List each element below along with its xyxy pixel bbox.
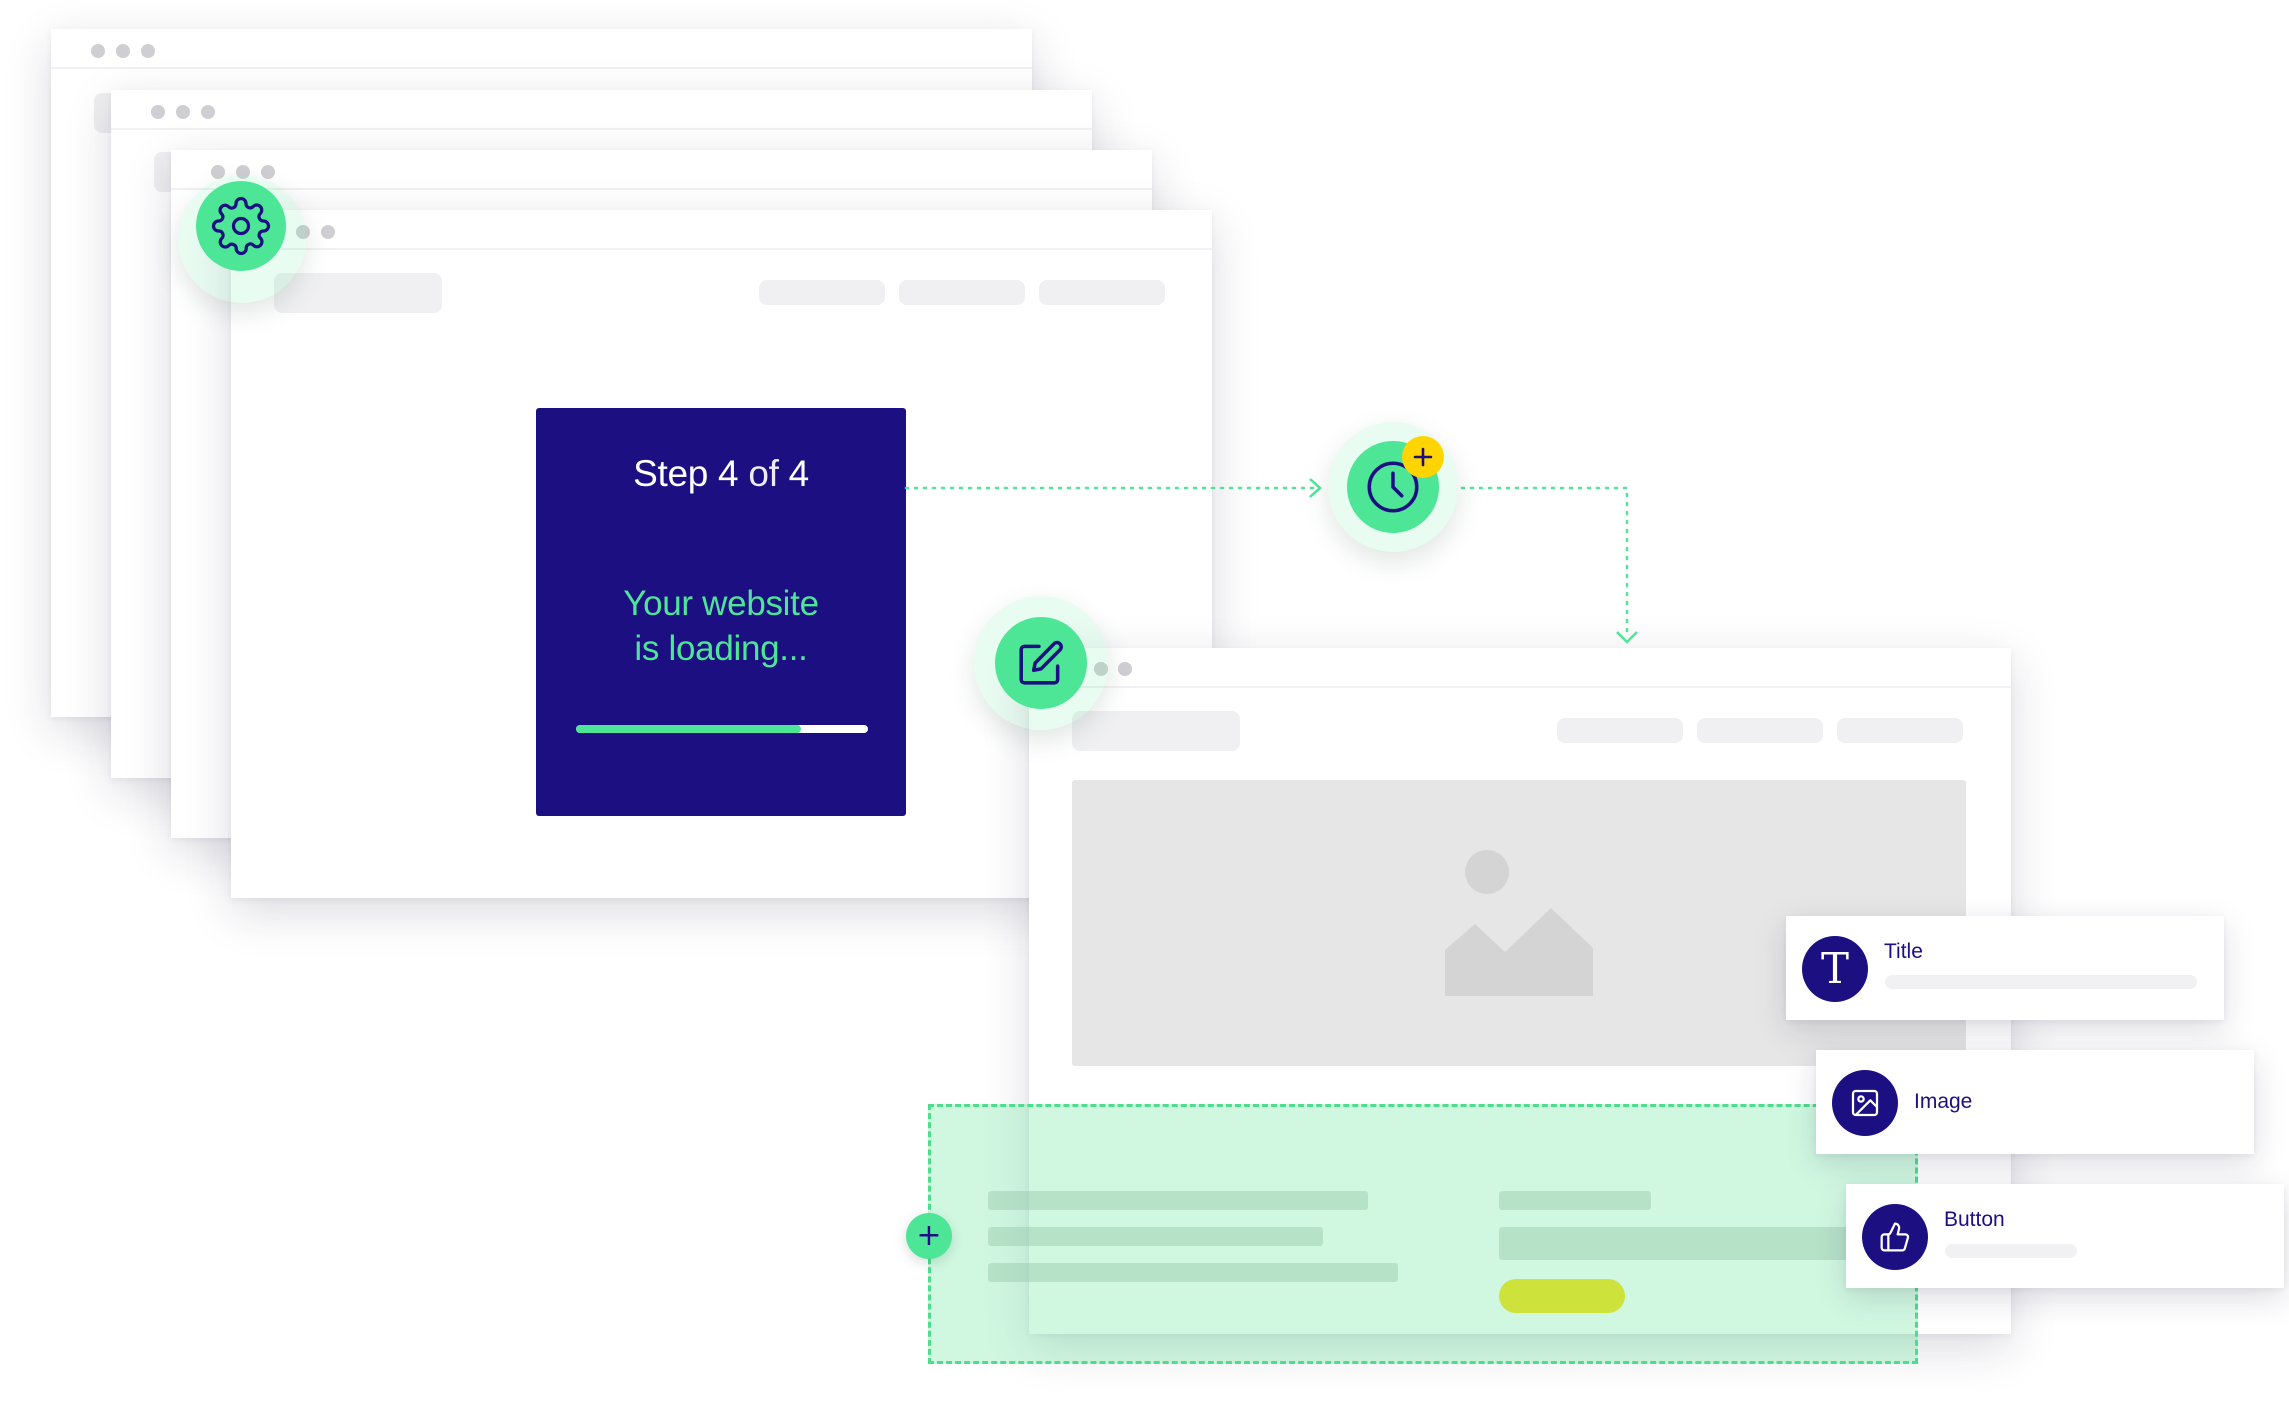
- window-dot: [1094, 662, 1108, 676]
- step-current: 4: [718, 453, 739, 494]
- placeholder-text-line: [988, 1227, 1323, 1246]
- loading-message-line-1: Your website: [623, 584, 819, 623]
- new-section-drop-zone[interactable]: [928, 1104, 1918, 1364]
- placeholder-nav-item: [1557, 718, 1683, 743]
- placeholder-nav-item: [1837, 718, 1963, 743]
- component-label-image: Image: [1914, 1090, 1973, 1113]
- add-block-button[interactable]: +: [906, 1213, 952, 1259]
- placeholder-logo: [274, 273, 442, 313]
- window-title-bar: [171, 150, 1152, 190]
- image-icon: [1832, 1070, 1898, 1136]
- component-label-button: Button: [1944, 1208, 2005, 1231]
- window-dot: [201, 105, 215, 119]
- window-dot: [176, 105, 190, 119]
- window-dot: [151, 105, 165, 119]
- placeholder-nav-item: [759, 280, 885, 305]
- placeholder-text-line: [988, 1263, 1398, 1282]
- placeholder-nav-item: [899, 280, 1025, 305]
- settings-button[interactable]: [196, 181, 286, 271]
- placeholder-text-line: [1945, 1244, 2077, 1258]
- loading-step-card: Step 4 of 4 Your website is loading...: [536, 408, 906, 816]
- window-dot: [116, 44, 130, 58]
- placeholder-text-line: [988, 1191, 1368, 1210]
- title-T-icon: T: [1802, 936, 1868, 1002]
- window-dot: [211, 165, 225, 179]
- edit-pencil-icon: [1019, 640, 1063, 685]
- window-dot: [91, 44, 105, 58]
- plus-badge-icon: [1402, 436, 1444, 478]
- progress-bar: [576, 725, 868, 733]
- window-title-bar: [111, 90, 1092, 130]
- step-label: Step: [633, 453, 709, 494]
- window-title-bar: [231, 210, 1212, 250]
- window-dot: [141, 44, 155, 58]
- step-indicator: Step 4 of 4: [536, 453, 906, 495]
- landscape-image-icon: [1445, 850, 1593, 996]
- placeholder-logo: [1072, 711, 1240, 751]
- gear-icon: [211, 196, 271, 256]
- window-dot: [236, 165, 250, 179]
- step-total: 4: [788, 453, 810, 494]
- clock-icon: [1367, 461, 1419, 513]
- window-title-bar: [51, 29, 1032, 69]
- step-of: of: [748, 453, 779, 494]
- component-label-title: Title: [1884, 940, 1923, 963]
- placeholder-button: [1499, 1279, 1625, 1313]
- component-card-image[interactable]: Image: [1816, 1050, 2254, 1154]
- placeholder-nav-item: [1697, 718, 1823, 743]
- window-dot: [296, 225, 310, 239]
- edit-button[interactable]: [995, 617, 1087, 709]
- window-dot: [321, 225, 335, 239]
- progress-bar-fill: [576, 725, 801, 733]
- window-dot: [261, 165, 275, 179]
- window-title-bar: [1029, 648, 2011, 688]
- component-card-title[interactable]: T Title: [1786, 916, 2224, 1020]
- plus-icon: +: [916, 1218, 942, 1253]
- placeholder-heading: [1499, 1191, 1651, 1210]
- placeholder-nav-item: [1039, 280, 1165, 305]
- thumbs-up-icon: [1862, 1204, 1928, 1270]
- component-card-button[interactable]: Button: [1846, 1184, 2284, 1288]
- window-dot: [1118, 662, 1132, 676]
- placeholder-text-line: [1885, 975, 2197, 989]
- loading-message-line-2: is loading...: [634, 629, 808, 668]
- placeholder-input: [1499, 1227, 1879, 1260]
